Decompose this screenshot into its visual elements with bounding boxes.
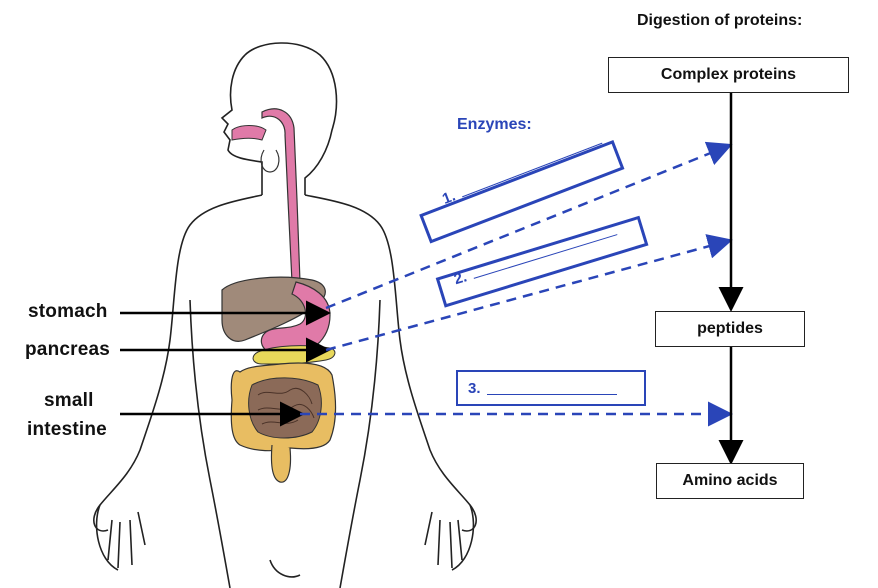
enzyme-slot-3-label: 3. [468,379,481,397]
enzyme-arrow-1 [325,141,733,310]
amino-acids-box: Amino acids [656,463,804,499]
rectum [270,444,292,483]
small-intestine-label-line1: small [44,390,94,411]
enzyme-arrow-2 [325,234,733,352]
diagram-title: Digestion of proteins: [637,12,803,29]
enzyme-box-1[interactable] [419,140,625,244]
small-intestine-organ [248,377,322,439]
enzymes-heading: Enzymes: [457,116,532,133]
stomach-label: stomach [28,301,108,322]
enzyme-box-2[interactable] [435,215,649,308]
enzyme-slot-3-blank[interactable] [486,382,617,395]
enzyme-slot-3[interactable]: 3. [456,370,646,406]
complex-proteins-box: Complex proteins [608,57,849,93]
pancreas-label: pancreas [25,339,111,360]
small-intestine-label-line2: intestine [27,419,107,440]
esophagus [231,108,301,283]
peptides-box: peptides [655,311,805,347]
